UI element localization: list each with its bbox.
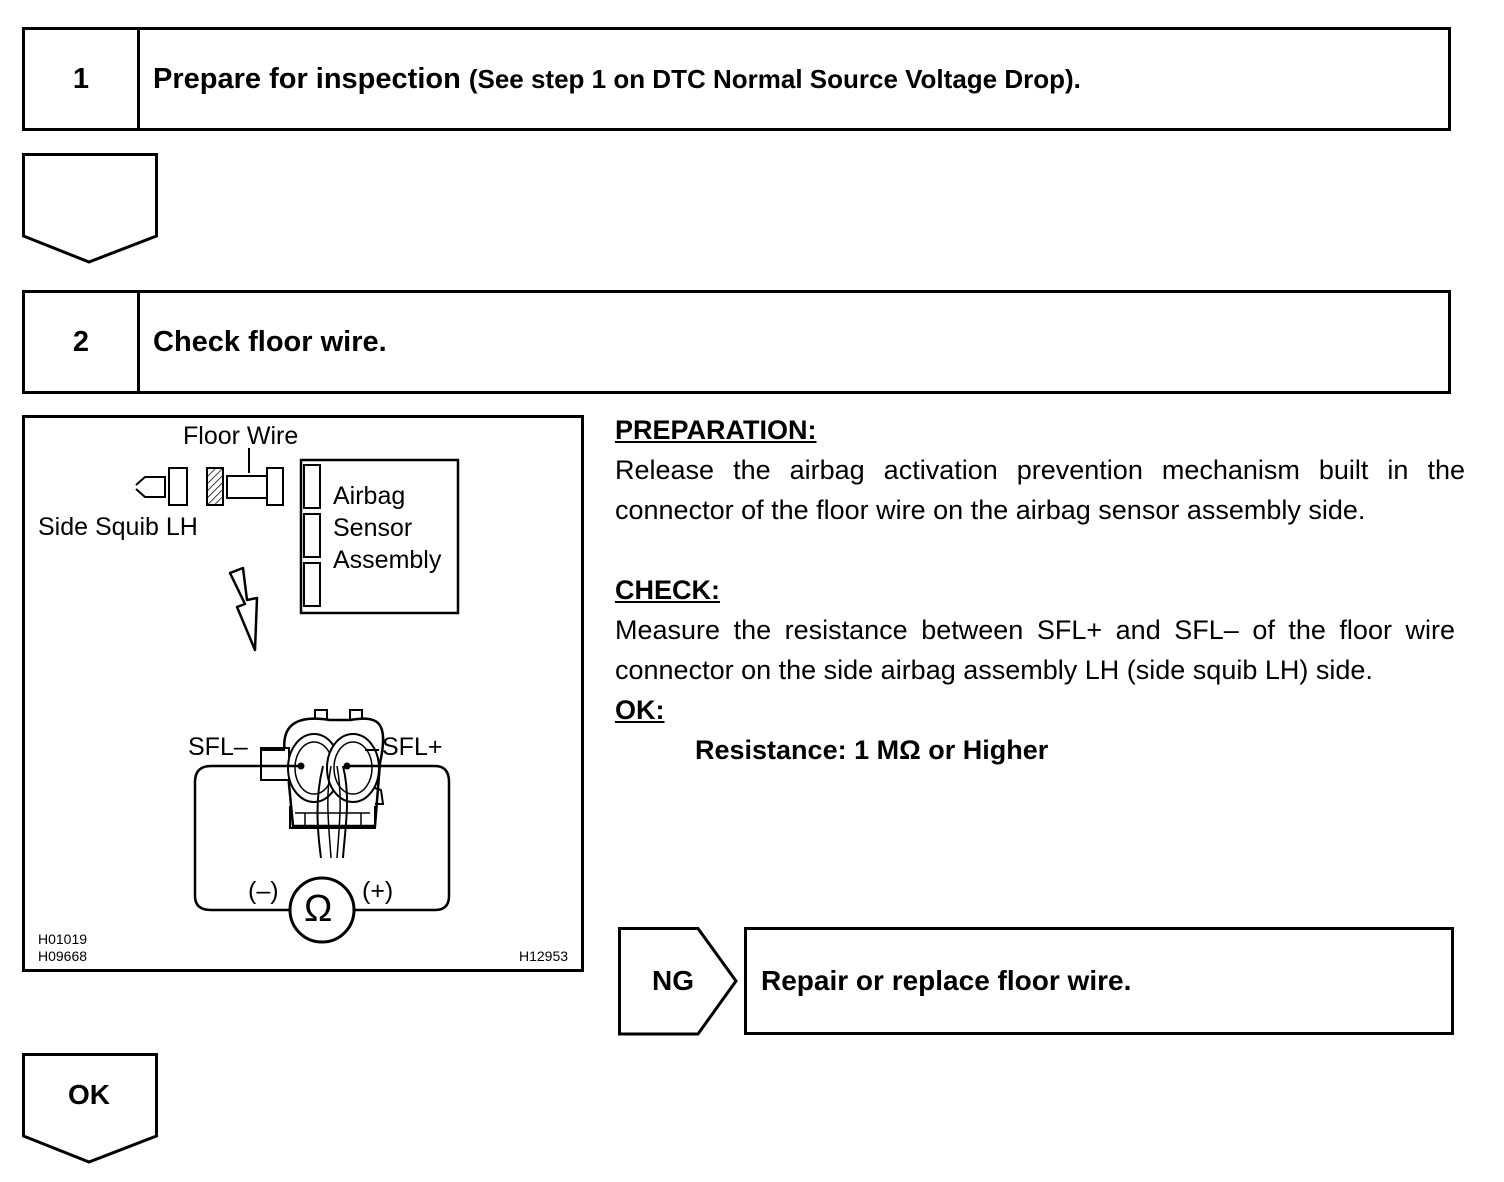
step-1-title-row: Prepare for inspection (See step 1 on DT… (140, 30, 1081, 128)
step-2-box: 2 Check floor wire. (22, 290, 1451, 394)
sfl-plus-label: SFL+ (382, 733, 443, 761)
ohmmeter-icon: Ω (304, 888, 333, 930)
check-heading: CHECK: (615, 575, 720, 605)
ok-heading: OK: (615, 695, 665, 725)
figure-code-2: H09668 (38, 948, 88, 964)
flow-arrow-step1-to-step2 (22, 153, 158, 264)
step-1-subtitle: (See step 1 on DTC Normal Source Voltage… (468, 63, 1081, 94)
step-2-number: 2 (25, 293, 140, 391)
sfl-minus-label: SFL– (188, 733, 248, 761)
ng-action-box: Repair or replace floor wire. (744, 927, 1454, 1035)
side-squib-label: Side Squib LH (38, 513, 198, 541)
step-2-title-row: Check floor wire. (140, 293, 387, 391)
instructions-panel: PREPARATION: Release the airbag activati… (615, 410, 1465, 770)
ng-label: NG (652, 965, 694, 996)
step-1-title: Prepare for inspection (153, 62, 461, 95)
step-1-box: 1 Prepare for inspection (See step 1 on … (22, 27, 1451, 131)
figure-code-3: H12953 (519, 948, 569, 964)
wiring-diagram (135, 448, 460, 944)
ng-arrow (618, 927, 738, 1036)
preparation-text: Release the airbag activation prevention… (615, 455, 1465, 525)
step-1-number: 1 (25, 30, 140, 128)
floor-wire-illustration: Floor Wire Side Squib LH Airbag Sensor A… (22, 415, 584, 972)
preparation-heading: PREPARATION: (615, 415, 817, 445)
figure-code-1: H01019 (38, 931, 88, 947)
ng-action-text: Repair or replace floor wire. (761, 965, 1132, 996)
floor-wire-label: Floor Wire (183, 422, 299, 450)
meter-plus-label: (+) (362, 877, 394, 905)
airbag-sensor-label-line1: Airbag (333, 482, 406, 510)
check-text: Measure the resistance between SFL+ and … (615, 615, 1455, 685)
airbag-sensor-label-line2: Sensor (333, 514, 413, 542)
airbag-sensor-label-line3: Assembly (333, 546, 442, 574)
step-2-title: Check floor wire. (153, 325, 387, 358)
ok-spec-value: Resistance: 1 MΩ or Higher (695, 735, 1049, 765)
ok-arrow (22, 1053, 158, 1164)
ok-label: OK (68, 1079, 110, 1110)
meter-minus-label: (–) (248, 877, 279, 905)
